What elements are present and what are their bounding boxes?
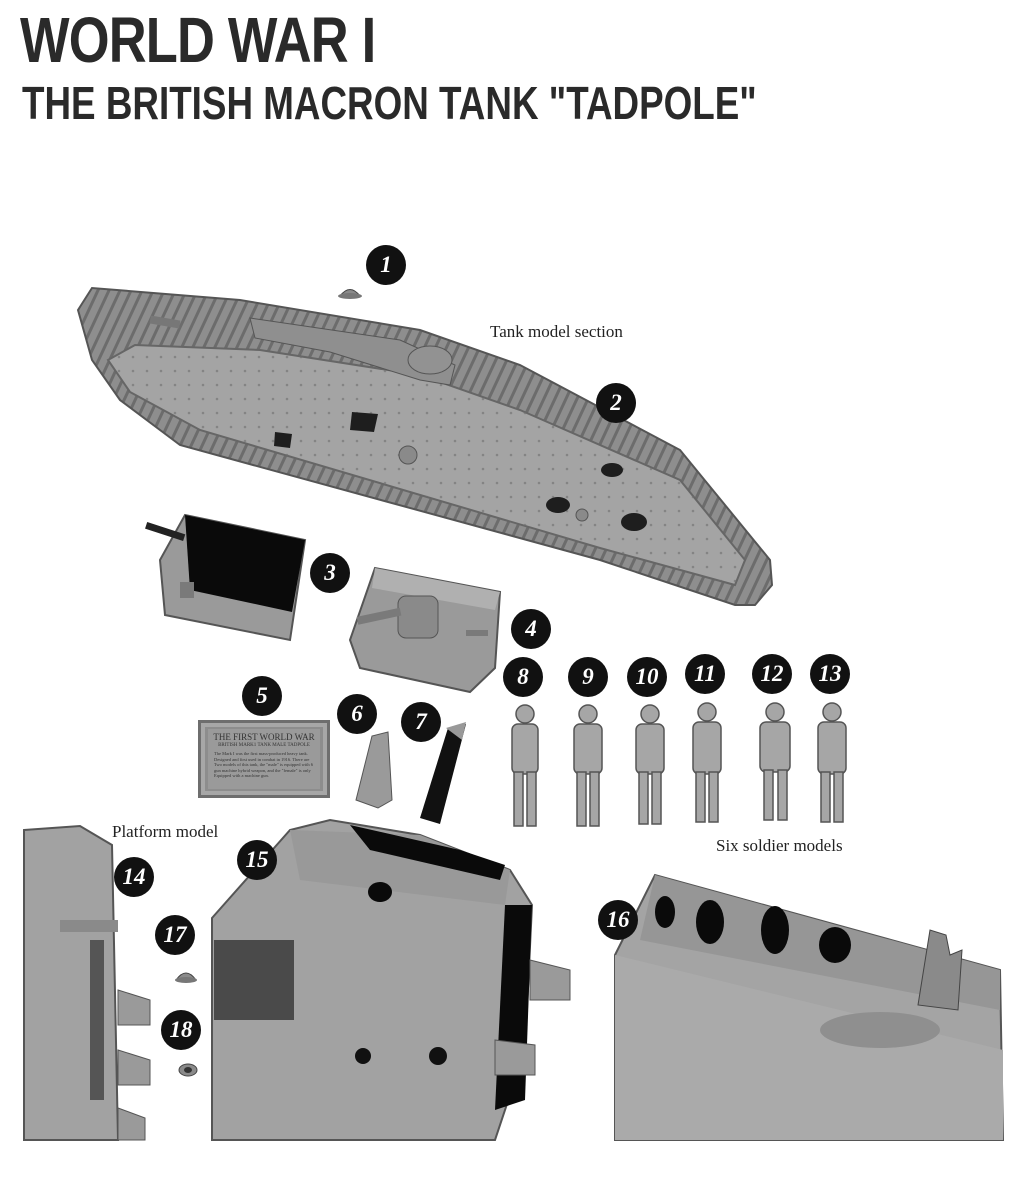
sponson-left-part-3 — [145, 513, 307, 642]
plaque-subheading: BRITISH MARK1 TANK MALE TADPOLE — [218, 742, 310, 748]
tank-hull-model — [76, 286, 774, 606]
plaque-heading: THE FIRST WORLD WAR — [213, 732, 315, 742]
part-badge-13: 13 — [810, 654, 850, 694]
part-badge-12: 12 — [752, 654, 792, 694]
soldier-figure-10 — [635, 704, 665, 825]
platform-left-piece-14 — [23, 824, 151, 1141]
page-title: WORLD WAR I — [20, 4, 376, 76]
soldier-figure-8 — [511, 704, 539, 827]
part-badge-5: 5 — [242, 676, 282, 716]
part-badge-11: 11 — [685, 654, 725, 694]
part-badge-16: 16 — [598, 900, 638, 940]
part-badge-10: 10 — [627, 657, 667, 697]
soldier-figure-9 — [573, 704, 603, 827]
label-soldier-models: Six soldier models — [716, 836, 843, 855]
helmet-part-17 — [175, 972, 197, 983]
part-badge-18: 18 — [161, 1010, 201, 1050]
part-badge-17: 17 — [155, 915, 195, 955]
part-badge-1: 1 — [366, 245, 406, 285]
part-badge-14: 14 — [114, 857, 154, 897]
part-badge-9: 9 — [568, 657, 608, 697]
label-platform-model: Platform model — [112, 822, 219, 841]
sponson-right-part-4 — [348, 566, 502, 694]
page-subtitle: THE BRITISH MACRON TANK "TADPOLE" — [22, 77, 757, 129]
stump-part-6 — [355, 731, 393, 809]
platform-right-piece-16 — [614, 873, 1005, 1141]
soldier-figure-12 — [759, 702, 791, 821]
soldier-figure-11 — [692, 702, 722, 823]
plaque-face: THE FIRST WORLD WAR BRITISH MARK1 TANK M… — [208, 729, 320, 789]
part-badge-3: 3 — [310, 553, 350, 593]
part-badge-2: 2 — [596, 383, 636, 423]
helmet-part-18 — [178, 1063, 198, 1077]
soldier-figure-13 — [817, 702, 847, 823]
label-tank-section: Tank model section — [490, 322, 623, 341]
part-badge-4: 4 — [511, 609, 551, 649]
part-badge-7: 7 — [401, 702, 441, 742]
helmet-part-1 — [338, 289, 362, 299]
soldier-figures — [511, 702, 847, 827]
part-badge-8: 8 — [503, 657, 543, 697]
part-badge-6: 6 — [337, 694, 377, 734]
memorial-plaque: THE FIRST WORLD WAR BRITISH MARK1 TANK M… — [198, 720, 330, 798]
part-badge-15: 15 — [237, 840, 277, 880]
plaque-body: The Mark I was the first mass-produced h… — [214, 750, 313, 779]
stump-part-7 — [420, 722, 466, 824]
platform-center-piece-15 — [211, 818, 571, 1141]
